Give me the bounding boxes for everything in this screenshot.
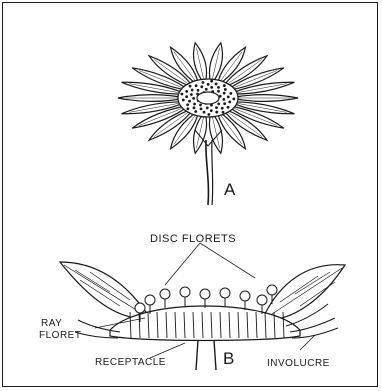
disc-floret-dot [227, 106, 230, 109]
disc-floret-dot [217, 90, 220, 93]
disc-floret-dot [223, 84, 226, 87]
disc-floret-dot [181, 93, 184, 96]
disc-floret-dot [189, 85, 192, 88]
disc-floret-dot [217, 102, 220, 105]
label-b: B [223, 349, 235, 369]
disc-floret-dot [217, 86, 220, 89]
disc-floret-dot [199, 104, 202, 107]
disc-floret-dot [195, 84, 198, 87]
disc-center [197, 92, 219, 104]
disc-floret-top [257, 295, 267, 305]
disc-floret-dot [223, 102, 226, 105]
label-ray: RAY [41, 318, 62, 329]
disc-floret-dot [193, 103, 196, 106]
disc-floret-dot [182, 99, 185, 102]
flower-section-b [60, 243, 345, 370]
disc-floret-dot [215, 111, 218, 114]
disc-floret-dot [232, 97, 235, 100]
disc-floret-dot [200, 107, 203, 110]
disc-floret-top [200, 289, 210, 299]
disc-floret-dot [228, 101, 231, 104]
disc-floret-top [160, 289, 170, 299]
disc-floret-dot [206, 106, 209, 109]
label-floret: FLORET [39, 330, 81, 341]
label-receptacle: RECEPTACLE [95, 357, 166, 368]
disc-floret-dot [202, 81, 205, 84]
disc-floret-dot [186, 107, 189, 110]
disc-floret-top [145, 295, 155, 305]
flower-head-a [118, 43, 298, 153]
disc-floret-dot [229, 92, 232, 95]
disc-floret-dot [215, 106, 218, 109]
disc-floret-dot [185, 95, 188, 98]
disc-floret-dot [194, 110, 197, 113]
disc-floret-dot [203, 111, 206, 114]
disc-floret-dot [192, 97, 195, 100]
disc-floret-dot [222, 111, 225, 114]
disc-floret-dot [197, 89, 200, 92]
disc-floret-dot [215, 83, 218, 86]
disc-floret-top [180, 287, 190, 297]
disc-floret-dot [186, 103, 189, 106]
label-involucre: INVOLUCRE [267, 358, 330, 369]
disc-floret-top [220, 288, 230, 298]
disc-floret-dot [227, 96, 230, 99]
disc-floret-dot [191, 89, 194, 92]
disc-floret-top [240, 291, 250, 301]
disc-floret-dot [210, 86, 213, 89]
disc-floret-dot [207, 113, 210, 116]
disc-floret-dot [193, 106, 196, 109]
disc-floret-dot [188, 100, 191, 103]
disc-floret-dot [222, 98, 225, 101]
disc-floret-top [267, 285, 277, 295]
disc-floret-dot [207, 83, 210, 86]
label-disc-florets: DISC FLORETS [150, 233, 236, 245]
flower-stem [206, 140, 209, 205]
disc-floret-dot [190, 93, 193, 96]
label-a: A [224, 180, 236, 200]
disc-floret-dot [224, 88, 227, 91]
disc-floret-dot [221, 107, 224, 110]
disc-floret-dot [200, 85, 203, 88]
disc-floret-dot [210, 80, 213, 83]
disc-floret-dot [205, 88, 208, 91]
disc-floret-dot [185, 90, 188, 93]
disc-floret-dot [223, 92, 226, 95]
disc-floret-dot [210, 109, 213, 112]
disc-floret-top [135, 303, 145, 313]
